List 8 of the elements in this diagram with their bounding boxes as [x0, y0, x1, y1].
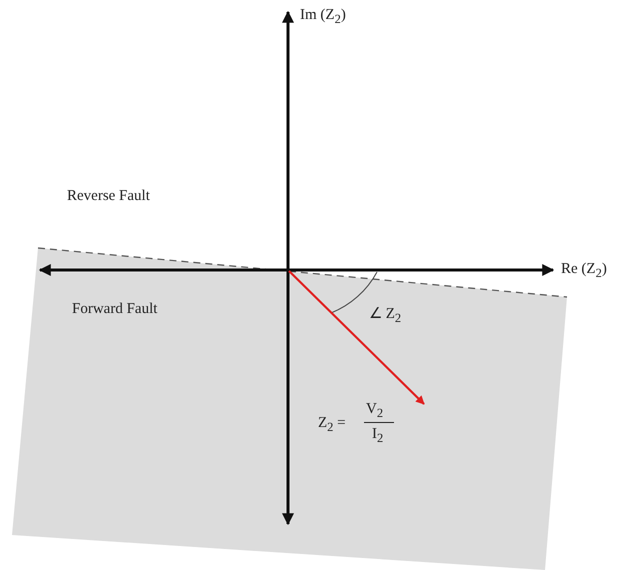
formula-text: Z$_{2}$ =: [318, 416, 346, 434]
region-label: Forward Fault: [72, 302, 158, 317]
axis-label: Re (Z$_{2}$): [561, 262, 607, 280]
denominator-text: I$_{2}$: [372, 427, 384, 444]
angle-label: ∠ Z$_{2}$: [369, 307, 402, 324]
axis-label: Im (Z$_{2}$): [300, 8, 346, 26]
numerator-text: V$_{2}$: [366, 402, 384, 420]
region-label: Reverse Fault: [67, 189, 150, 204]
